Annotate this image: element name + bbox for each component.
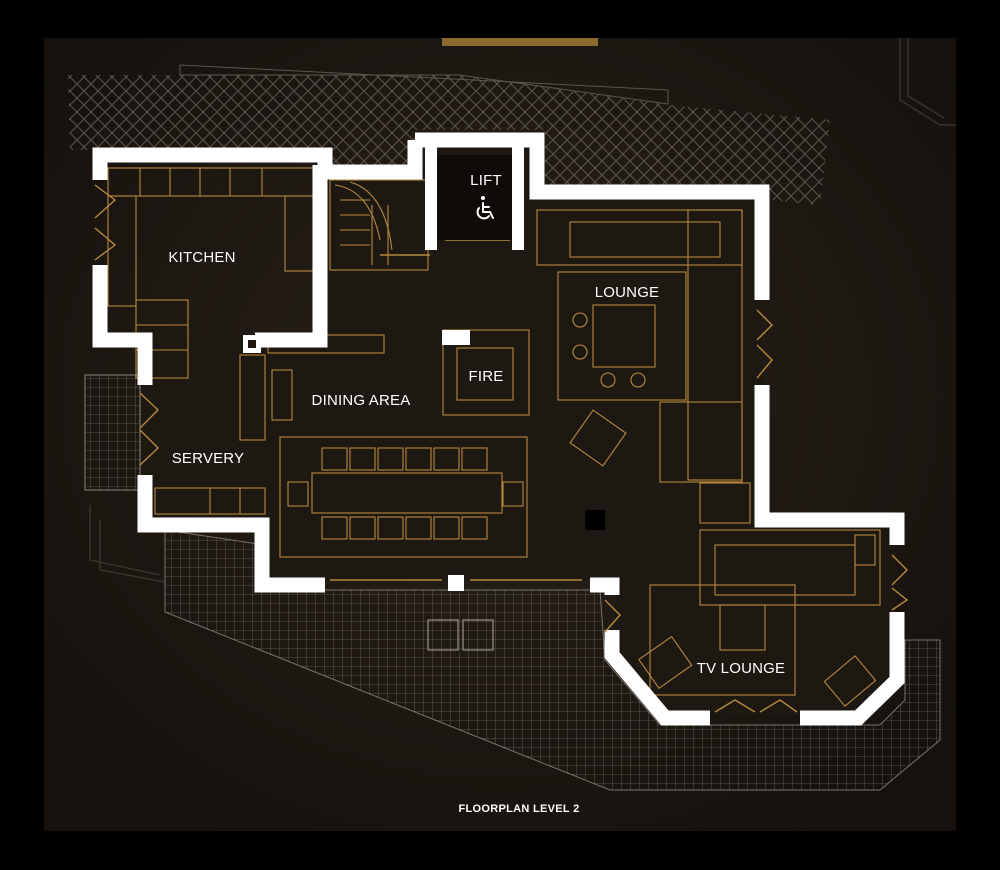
dining-area-label: DINING AREA <box>312 392 411 409</box>
doors-windows <box>94 184 909 713</box>
roof-diamond-pattern <box>68 75 830 205</box>
wall-blocks <box>243 140 524 591</box>
floorplan-caption: FLOORPLAN LEVEL 2 <box>458 803 579 815</box>
accent-bar <box>442 38 598 46</box>
interior-floor <box>100 140 895 715</box>
terrace-grid <box>164 529 941 791</box>
lounge-label: LOUNGE <box>595 284 660 301</box>
column-inner <box>248 340 256 348</box>
terrace-benches <box>427 619 494 651</box>
lift-shaft <box>437 155 512 240</box>
walls <box>92 132 905 726</box>
furniture-lines <box>107 167 881 707</box>
tv-lounge-label: TV LOUNGE <box>697 660 785 677</box>
balcony-grid <box>84 374 141 491</box>
roof-strip <box>179 64 669 105</box>
wheelchair-icon <box>476 196 494 220</box>
kitchen-label: KITCHEN <box>168 249 235 266</box>
fire-label: FIRE <box>469 368 504 385</box>
column <box>585 510 605 530</box>
site-outline <box>89 38 956 583</box>
lift-label: LIFT <box>470 172 502 189</box>
servery-label: SERVERY <box>172 450 245 467</box>
